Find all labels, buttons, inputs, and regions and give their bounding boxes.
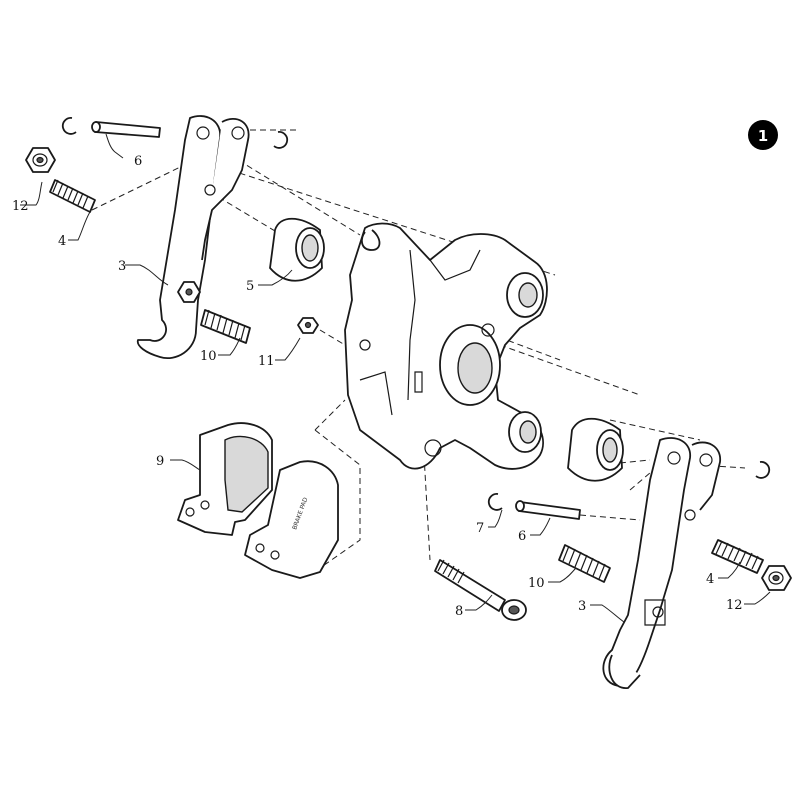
callout-10-left: 10 <box>200 349 217 364</box>
callout-12-right: 12 <box>726 598 743 613</box>
spring-right <box>558 544 611 583</box>
spring-left <box>49 179 96 213</box>
pin-right <box>515 500 581 520</box>
callout-11: 11 <box>258 354 275 369</box>
callout-4-left: 4 <box>58 234 66 249</box>
callout-3-left: 3 <box>118 259 126 274</box>
callout-8: 8 <box>455 604 463 619</box>
e-clip-left-2 <box>273 131 289 149</box>
callout-5: 5 <box>246 279 254 294</box>
callout-10-right: 10 <box>528 576 545 591</box>
callout-3-right: 3 <box>578 599 586 614</box>
pin-left <box>91 121 161 138</box>
callout-6-left: 6 <box>134 154 142 169</box>
spring-far-right <box>711 539 764 574</box>
spring-middle <box>200 309 251 344</box>
small-nut <box>297 317 319 334</box>
bolt <box>434 559 527 621</box>
nut-left <box>25 147 56 173</box>
callout-9: 9 <box>156 454 164 469</box>
e-clip-right <box>487 493 503 511</box>
bushing-right <box>567 417 624 482</box>
lever-right <box>602 437 721 689</box>
brake-pad-front: BRAKE PAD <box>244 460 339 579</box>
diagram-number-badge: 1 <box>748 120 778 150</box>
badge-label: 1 <box>758 127 768 145</box>
callout-7: 7 <box>476 521 484 536</box>
callout-12-left: 12 <box>12 199 29 214</box>
e-clip-left <box>61 117 77 135</box>
callout-4-right: 4 <box>706 572 714 587</box>
leader-lines <box>20 133 771 623</box>
nut-right <box>761 565 792 591</box>
bushing <box>269 217 325 282</box>
callout-6-right: 6 <box>518 529 526 544</box>
lever-left <box>136 115 250 359</box>
callout-labels: 12 4 3 6 5 10 11 9 8 7 6 10 3 4 12 <box>12 154 743 619</box>
brake-pad-back <box>177 422 273 536</box>
caliper-body <box>344 222 548 470</box>
e-clip-right-2 <box>755 461 771 479</box>
